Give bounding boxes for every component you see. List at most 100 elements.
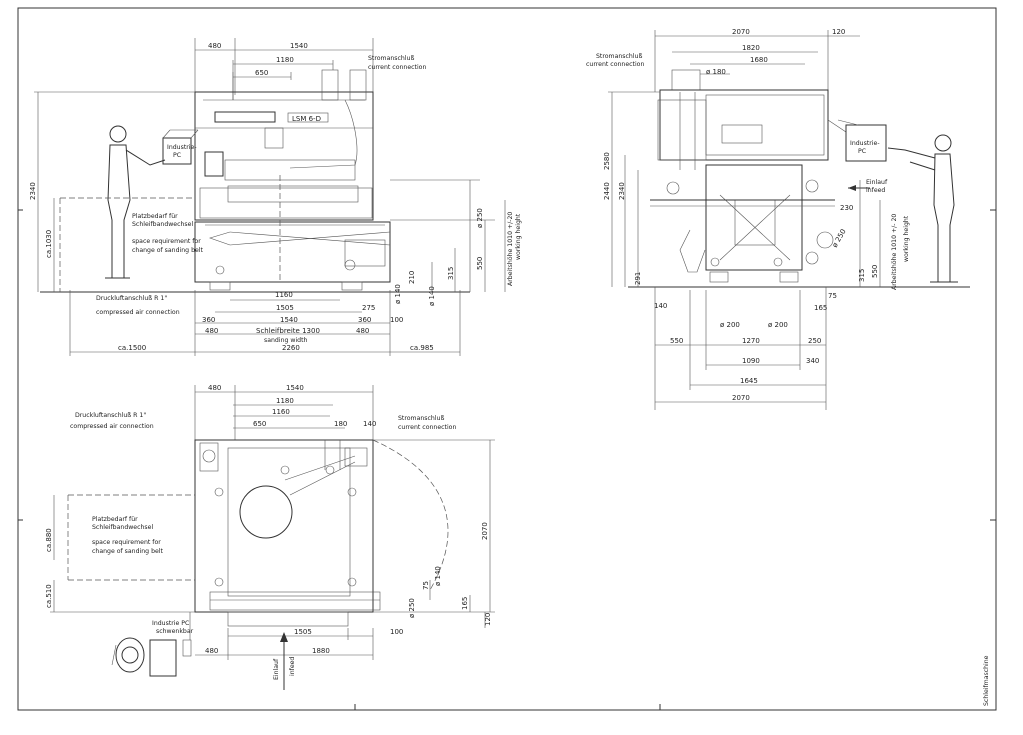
side-dim-550b: 550 [670,337,683,345]
machine-side-upper [659,89,829,161]
front-dim-140b: ø 140 [428,286,436,306]
plan-dim-1880: 1880 [312,647,330,655]
side-dim-2070b: 2070 [732,394,750,402]
industrial-pc-plan [149,639,177,677]
side-dim-291: 291 [634,272,642,285]
front-dim-650: 650 [255,69,268,77]
side-dim-165: 165 [814,304,827,312]
side-dim-1820: 1820 [742,44,760,52]
front-dim-ca1030: ca.1030 [45,230,53,258]
front-power-en: current connection [368,64,426,71]
side-working-height-de: Arbeitshöhe 1010 +/- 20 [891,214,898,290]
operator-figure-side [887,134,958,283]
front-dim-140a: ø 140 [394,284,402,304]
front-dim-2340: 2340 [29,182,37,200]
plan-dim-1540: 1540 [286,384,304,392]
side-dim-315: 315 [858,269,866,282]
plan-dim-75: 75 [422,581,430,590]
front-dim-315: 315 [447,267,455,280]
front-sanding-width-en: sanding width [264,337,308,344]
front-space-en-1: space requirement for [132,238,201,245]
side-dim-1270: 1270 [742,337,760,345]
front-working-height-en: working height [515,213,522,260]
front-dim-275: 275 [362,304,375,312]
front-working-height-de: Arbeitshöhe 1010 +/-20 [507,212,514,286]
plan-infeed-de: Einlauf [273,658,280,680]
plan-power-en: current connection [398,424,456,431]
side-infeed-de: Einlauf [866,179,888,186]
machine-front-lower [194,221,391,283]
operator-figure-front [105,125,166,279]
side-dim-75: 75 [828,292,837,300]
plan-view [50,385,495,690]
front-air-en: compressed air connection [96,309,180,316]
plan-dim-100: 100 [390,628,403,636]
front-space-en-2: change of sanding belt [132,247,204,254]
front-power-de: Stromanschluß [368,55,414,62]
plan-space-de-2: Schleifbandwechsel [92,524,153,531]
front-dim-1540: 1540 [290,42,308,50]
front-space-de-2: Schleifbandwechsel [132,221,193,228]
front-dim-250: ø 250 [476,208,484,228]
plan-dim-ca880: ca.880 [45,528,53,552]
plan-dim-140: 140 [363,420,376,428]
side-dim-2440: 2440 [603,182,611,200]
front-dim-2260: 2260 [282,344,300,352]
industrial-pc-side [845,124,887,162]
side-dim-2070: 2070 [732,28,750,36]
plan-dim-140: ø 140 [434,566,442,586]
plan-space-en-1: space requirement for [92,539,161,546]
plan-dim-480: 480 [205,647,218,655]
front-dim-210: 210 [408,271,416,284]
front-view [34,38,506,356]
side-power-de: Stromanschluß [596,53,642,60]
front-dim-360b: 360 [358,316,371,324]
front-dim-480: 480 [208,42,221,50]
side-pc-label-1: Industrie- [850,140,880,147]
plan-pc-de-2: schwenkbar [156,628,194,635]
brand-plate [214,111,276,123]
front-dim-550: 550 [476,257,484,270]
side-dim-2580: 2580 [603,152,611,170]
title-block-text: Schleifmaschine [983,655,990,706]
side-dim-1090: 1090 [742,357,760,365]
front-space-de-1: Platzbedarf für [132,213,178,220]
plan-dim-650: 650 [253,420,266,428]
front-pc-label-2: PC [173,152,181,159]
side-dim-340: 340 [806,357,819,365]
side-dim-200b: ø 200 [768,321,788,329]
plan-pc-de-1: Industrie PC [152,620,189,627]
side-power-en: current connection [586,61,644,68]
front-dim-360a: 360 [202,316,215,324]
front-sanding-width-de: Schleifbreite 1300 [256,327,320,335]
front-dim-480c: 480 [356,327,369,335]
plan-dim-1160: 1160 [272,408,290,416]
front-pc-label-1: Industrie- [167,144,197,151]
machine-side-lower [705,164,803,271]
plan-dim-1505: 1505 [294,628,312,636]
side-dim-250b: 250 [808,337,821,345]
front-dim-100: 100 [390,316,403,324]
sheet-border [17,7,997,711]
side-view [608,30,970,410]
side-infeed-en: infeed [866,187,885,194]
operator-figure-plan [111,637,145,673]
industrial-pc-front [162,137,192,165]
side-pc-label-2: PC [858,148,866,155]
side-dim-550: 550 [871,265,879,278]
side-dim-200a: ø 200 [720,321,740,329]
plan-space-de-1: Platzbedarf für [92,516,138,523]
side-dim-1645: 1645 [740,377,758,385]
plan-dim-1180: 1180 [276,397,294,405]
front-dim-1180: 1180 [276,56,294,64]
side-dim-180: ø 180 [706,68,726,76]
side-dim-2340: 2340 [618,182,626,200]
side-dim-230: 230 [840,204,853,212]
plan-dim-120: 120 [484,613,492,626]
front-dim-1160: 1160 [275,291,293,299]
side-dim-1680: 1680 [750,56,768,64]
plan-dim-250: ø 250 [408,598,416,618]
plan-air-en: compressed air connection [70,423,154,430]
front-air-de: Druckluftanschluß R 1" [96,295,167,302]
